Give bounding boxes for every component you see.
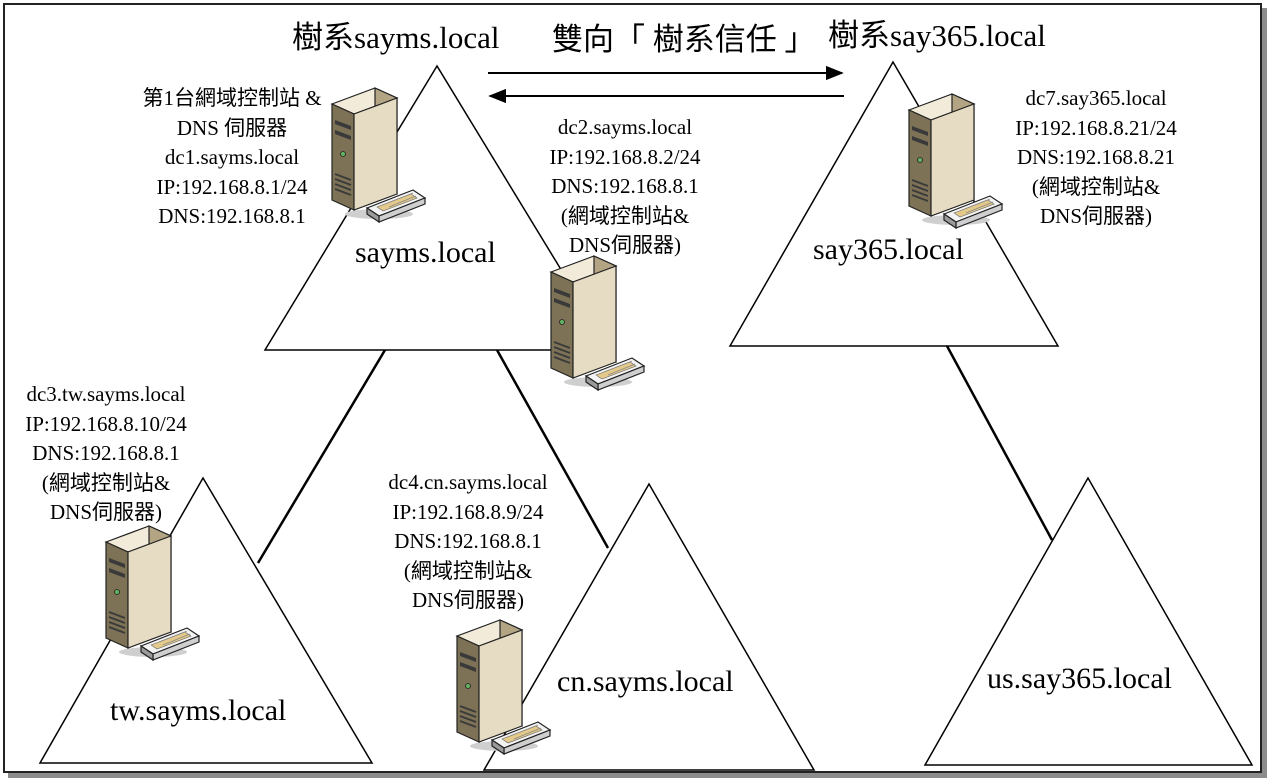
- domain-label-cn: cn.sayms.local: [557, 665, 734, 698]
- server-info-dc4: dc4.cn.sayms.local IP:192.168.8.9/24 DNS…: [388, 470, 548, 612]
- link-say365-us: [945, 345, 1054, 541]
- server-info-dc7: dc7.say365.local IP:192.168.8.21/24 DNS:…: [1015, 86, 1177, 228]
- server-tower-icon: [327, 86, 427, 226]
- forest-title-sayms: 樹系sayms.local: [292, 20, 500, 55]
- domain-label-say365: say365.local: [813, 233, 964, 266]
- server-tower-icon: [904, 92, 1004, 232]
- link-sayms-tw: [256, 349, 387, 564]
- link-sayms-cn: [495, 349, 610, 549]
- domain-label-tw: tw.sayms.local: [110, 694, 287, 727]
- trust-label: 雙向「 樹系信任 」: [552, 22, 816, 57]
- forest-title-say365: 樹系say365.local: [828, 18, 1046, 53]
- domain-triangle-cn: [482, 482, 816, 771]
- domain-triangle-us: [923, 476, 1254, 766]
- server-tower-icon: [101, 524, 201, 664]
- server-info-dc1: 第1台網域控制站 & DNS 伺服器 dc1.sayms.local IP:19…: [142, 86, 322, 228]
- server-tower-icon: [452, 618, 552, 758]
- server-tower-icon: [546, 254, 646, 394]
- server-info-dc2: dc2.sayms.local IP:192.168.8.2/24 DNS:19…: [549, 115, 701, 257]
- domain-label-us: us.say365.local: [987, 662, 1172, 695]
- domain-label-sayms: sayms.local: [355, 236, 496, 269]
- server-info-dc3: dc3.tw.sayms.local IP:192.168.8.10/24 DN…: [25, 382, 187, 524]
